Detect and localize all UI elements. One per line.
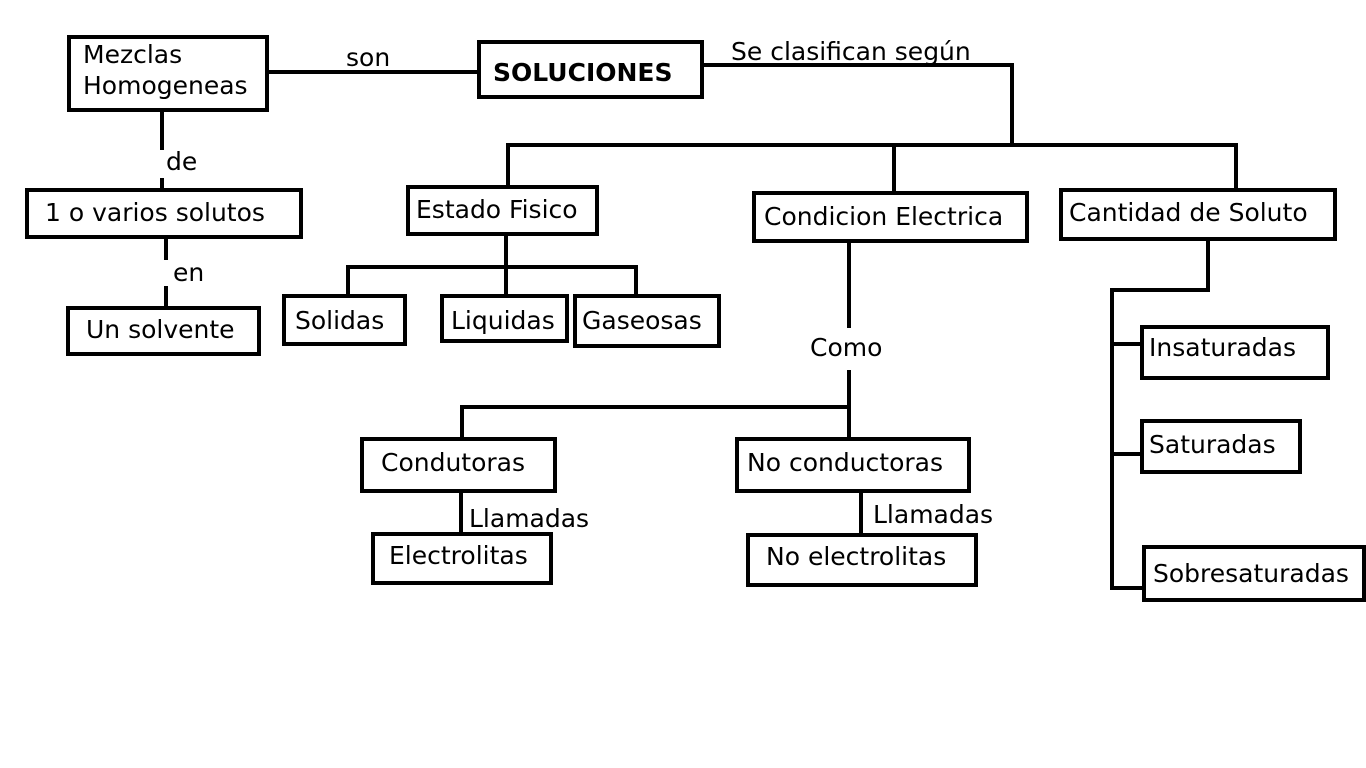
connector-line — [266, 70, 480, 74]
node-liquidas: Liquidas — [440, 294, 569, 343]
connector-line — [346, 265, 638, 269]
node-solidas: Solidas — [282, 294, 407, 346]
link-label-de: de — [166, 147, 198, 176]
connector-line — [1206, 238, 1210, 292]
link-label-en: en — [173, 258, 205, 287]
connector-line — [460, 405, 851, 409]
node-sobresaturadas: Sobresaturadas — [1142, 545, 1366, 602]
connector-line — [506, 143, 1238, 147]
connector-line — [1110, 586, 1146, 590]
connector-line — [164, 236, 168, 260]
connector-line — [1110, 288, 1114, 590]
link-label-llamadas: Llamadas — [469, 504, 590, 533]
node-electrolitas: Electrolitas — [371, 532, 553, 585]
connector-line — [634, 265, 638, 297]
node-no-electrolitas: No electrolitas — [746, 533, 978, 587]
node-estado-fisico: Estado Fisico — [406, 185, 599, 236]
connector-line — [1110, 342, 1144, 346]
node-solutos: 1 o varios solutos — [25, 188, 303, 239]
connector-line — [1110, 452, 1144, 456]
node-condutoras: Condutoras — [360, 437, 557, 493]
connector-line — [160, 178, 164, 190]
link-label-se-clasifican: Se clasifican según — [731, 37, 971, 66]
connector-line — [459, 490, 463, 536]
connector-line — [892, 143, 896, 193]
connector-line — [160, 110, 164, 150]
node-condicion-electrica: Condicion Electrica — [752, 191, 1029, 243]
node-no-conductoras: No conductoras — [735, 437, 971, 493]
connector-line — [1110, 288, 1210, 292]
node-gaseosas: Gaseosas — [573, 294, 721, 348]
node-mezclas-homogeneas: Mezclas Homogeneas — [67, 35, 269, 112]
connector-line — [702, 63, 1014, 67]
node-solvente: Un solvente — [66, 306, 261, 356]
connector-line — [164, 286, 168, 308]
connector-line — [1010, 63, 1014, 147]
connector-line — [506, 143, 510, 187]
connector-line — [460, 405, 464, 439]
link-label-como: Como — [810, 333, 883, 362]
connector-line — [859, 490, 863, 536]
node-saturadas: Saturadas — [1140, 419, 1302, 474]
node-insaturadas: Insaturadas — [1140, 325, 1330, 380]
connector-line — [346, 265, 350, 297]
node-cantidad-de-soluto: Cantidad de Soluto — [1059, 188, 1337, 241]
node-soluciones: SOLUCIONES — [477, 40, 704, 99]
connector-line — [847, 240, 851, 328]
connector-line — [1234, 143, 1238, 190]
link-label-son: son — [346, 43, 391, 72]
link-label-llamadas: Llamadas — [873, 500, 994, 529]
